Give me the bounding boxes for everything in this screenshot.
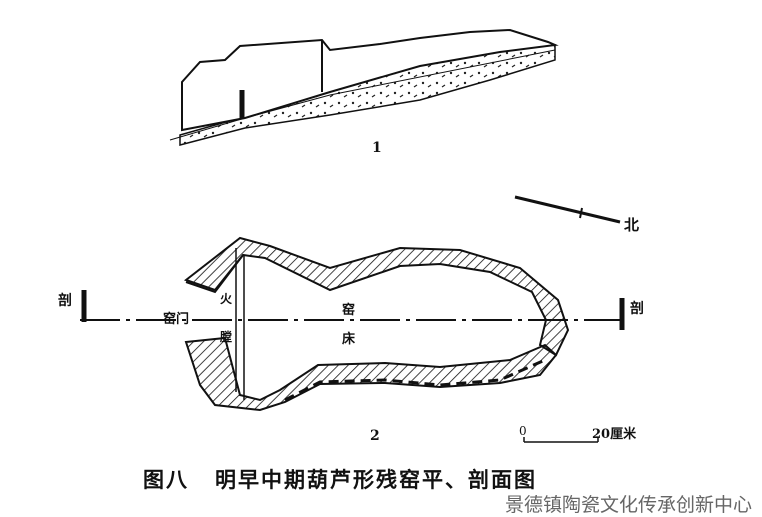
plan-view bbox=[80, 236, 630, 412]
scale-zero: 0 bbox=[519, 424, 527, 438]
section-mark-left: 剖 bbox=[58, 293, 72, 309]
scale-bar bbox=[523, 437, 599, 443]
north-arrow bbox=[514, 195, 621, 224]
figure-title: 明早中期葫芦形残窑平、剖面图 bbox=[215, 467, 537, 492]
kiln-bed-label-1: 窑 bbox=[342, 303, 356, 318]
subfigure-1-label: 1 bbox=[372, 140, 382, 156]
firebox-label-2: 膛 bbox=[220, 330, 233, 344]
section-view bbox=[169, 28, 559, 146]
firebox-label-1: 火 bbox=[220, 292, 233, 306]
kiln-bed-label-2: 床 bbox=[342, 332, 356, 347]
scale-max: 20厘米 bbox=[592, 427, 637, 442]
figure-caption: 图八 明早中期葫芦形残窑平、剖面图 bbox=[143, 468, 537, 492]
kiln-door-label: 窑门 bbox=[163, 312, 190, 327]
section-mark-right: 剖 bbox=[630, 301, 644, 317]
subfigure-2-label: 2 bbox=[370, 428, 380, 444]
north-label: 北 bbox=[624, 216, 640, 234]
watermark: 景德镇陶瓷文化传承创新中心 bbox=[505, 494, 753, 516]
figure-number: 图八 bbox=[143, 467, 189, 492]
